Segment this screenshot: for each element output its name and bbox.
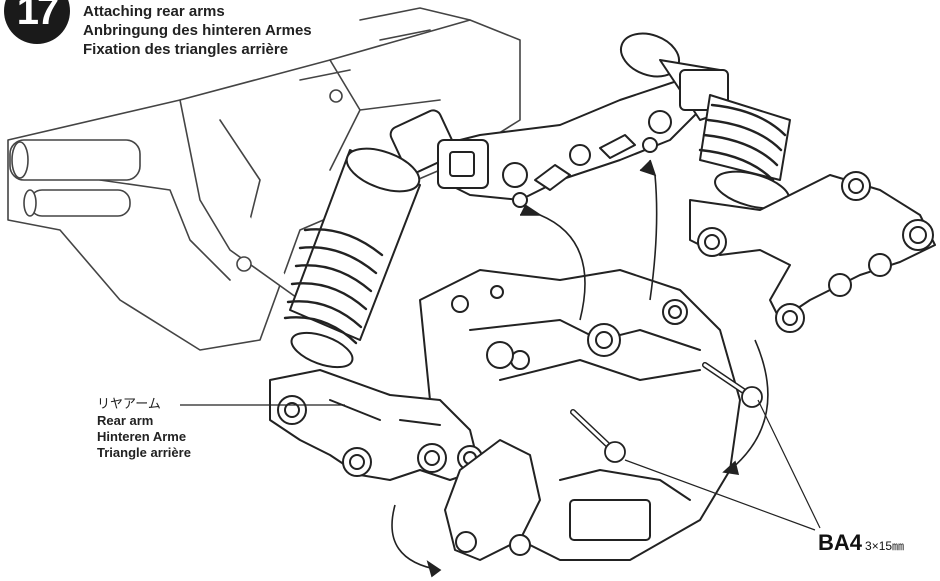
screw-right [702,362,763,408]
chassis-background [7,7,521,351]
label-french: Triangle arrière [97,445,191,460]
step-titles: Attaching rear arms Anbringung des hinte… [83,2,312,59]
leader-lines [180,399,821,531]
screw-code: BA4 [818,530,863,555]
title-german: Anbringung des hinteren Armes [83,22,312,39]
damper-stay [437,79,701,208]
label-german: Hinteren Arme [97,429,187,444]
screw-left [570,409,626,463]
label-japanese: リヤアーム [97,397,161,412]
left-shock-absorber [283,109,457,369]
rear-arm-label: リヤアーム Rear arm Hinteren Arme Triangle ar… [97,397,191,461]
title-french: Fixation des triangles arrière [83,41,289,58]
assembly-arrows [391,159,769,578]
right-shock-spring [698,103,787,182]
left-shock-spring [283,228,384,345]
rear-upright [444,341,541,561]
label-english: Rear arm [97,413,154,428]
title-english: Attaching rear arms [83,3,225,20]
screw-size: 3×15㎜ [865,539,905,553]
right-rear-arm [689,171,936,333]
right-shock-absorber [619,32,791,210]
